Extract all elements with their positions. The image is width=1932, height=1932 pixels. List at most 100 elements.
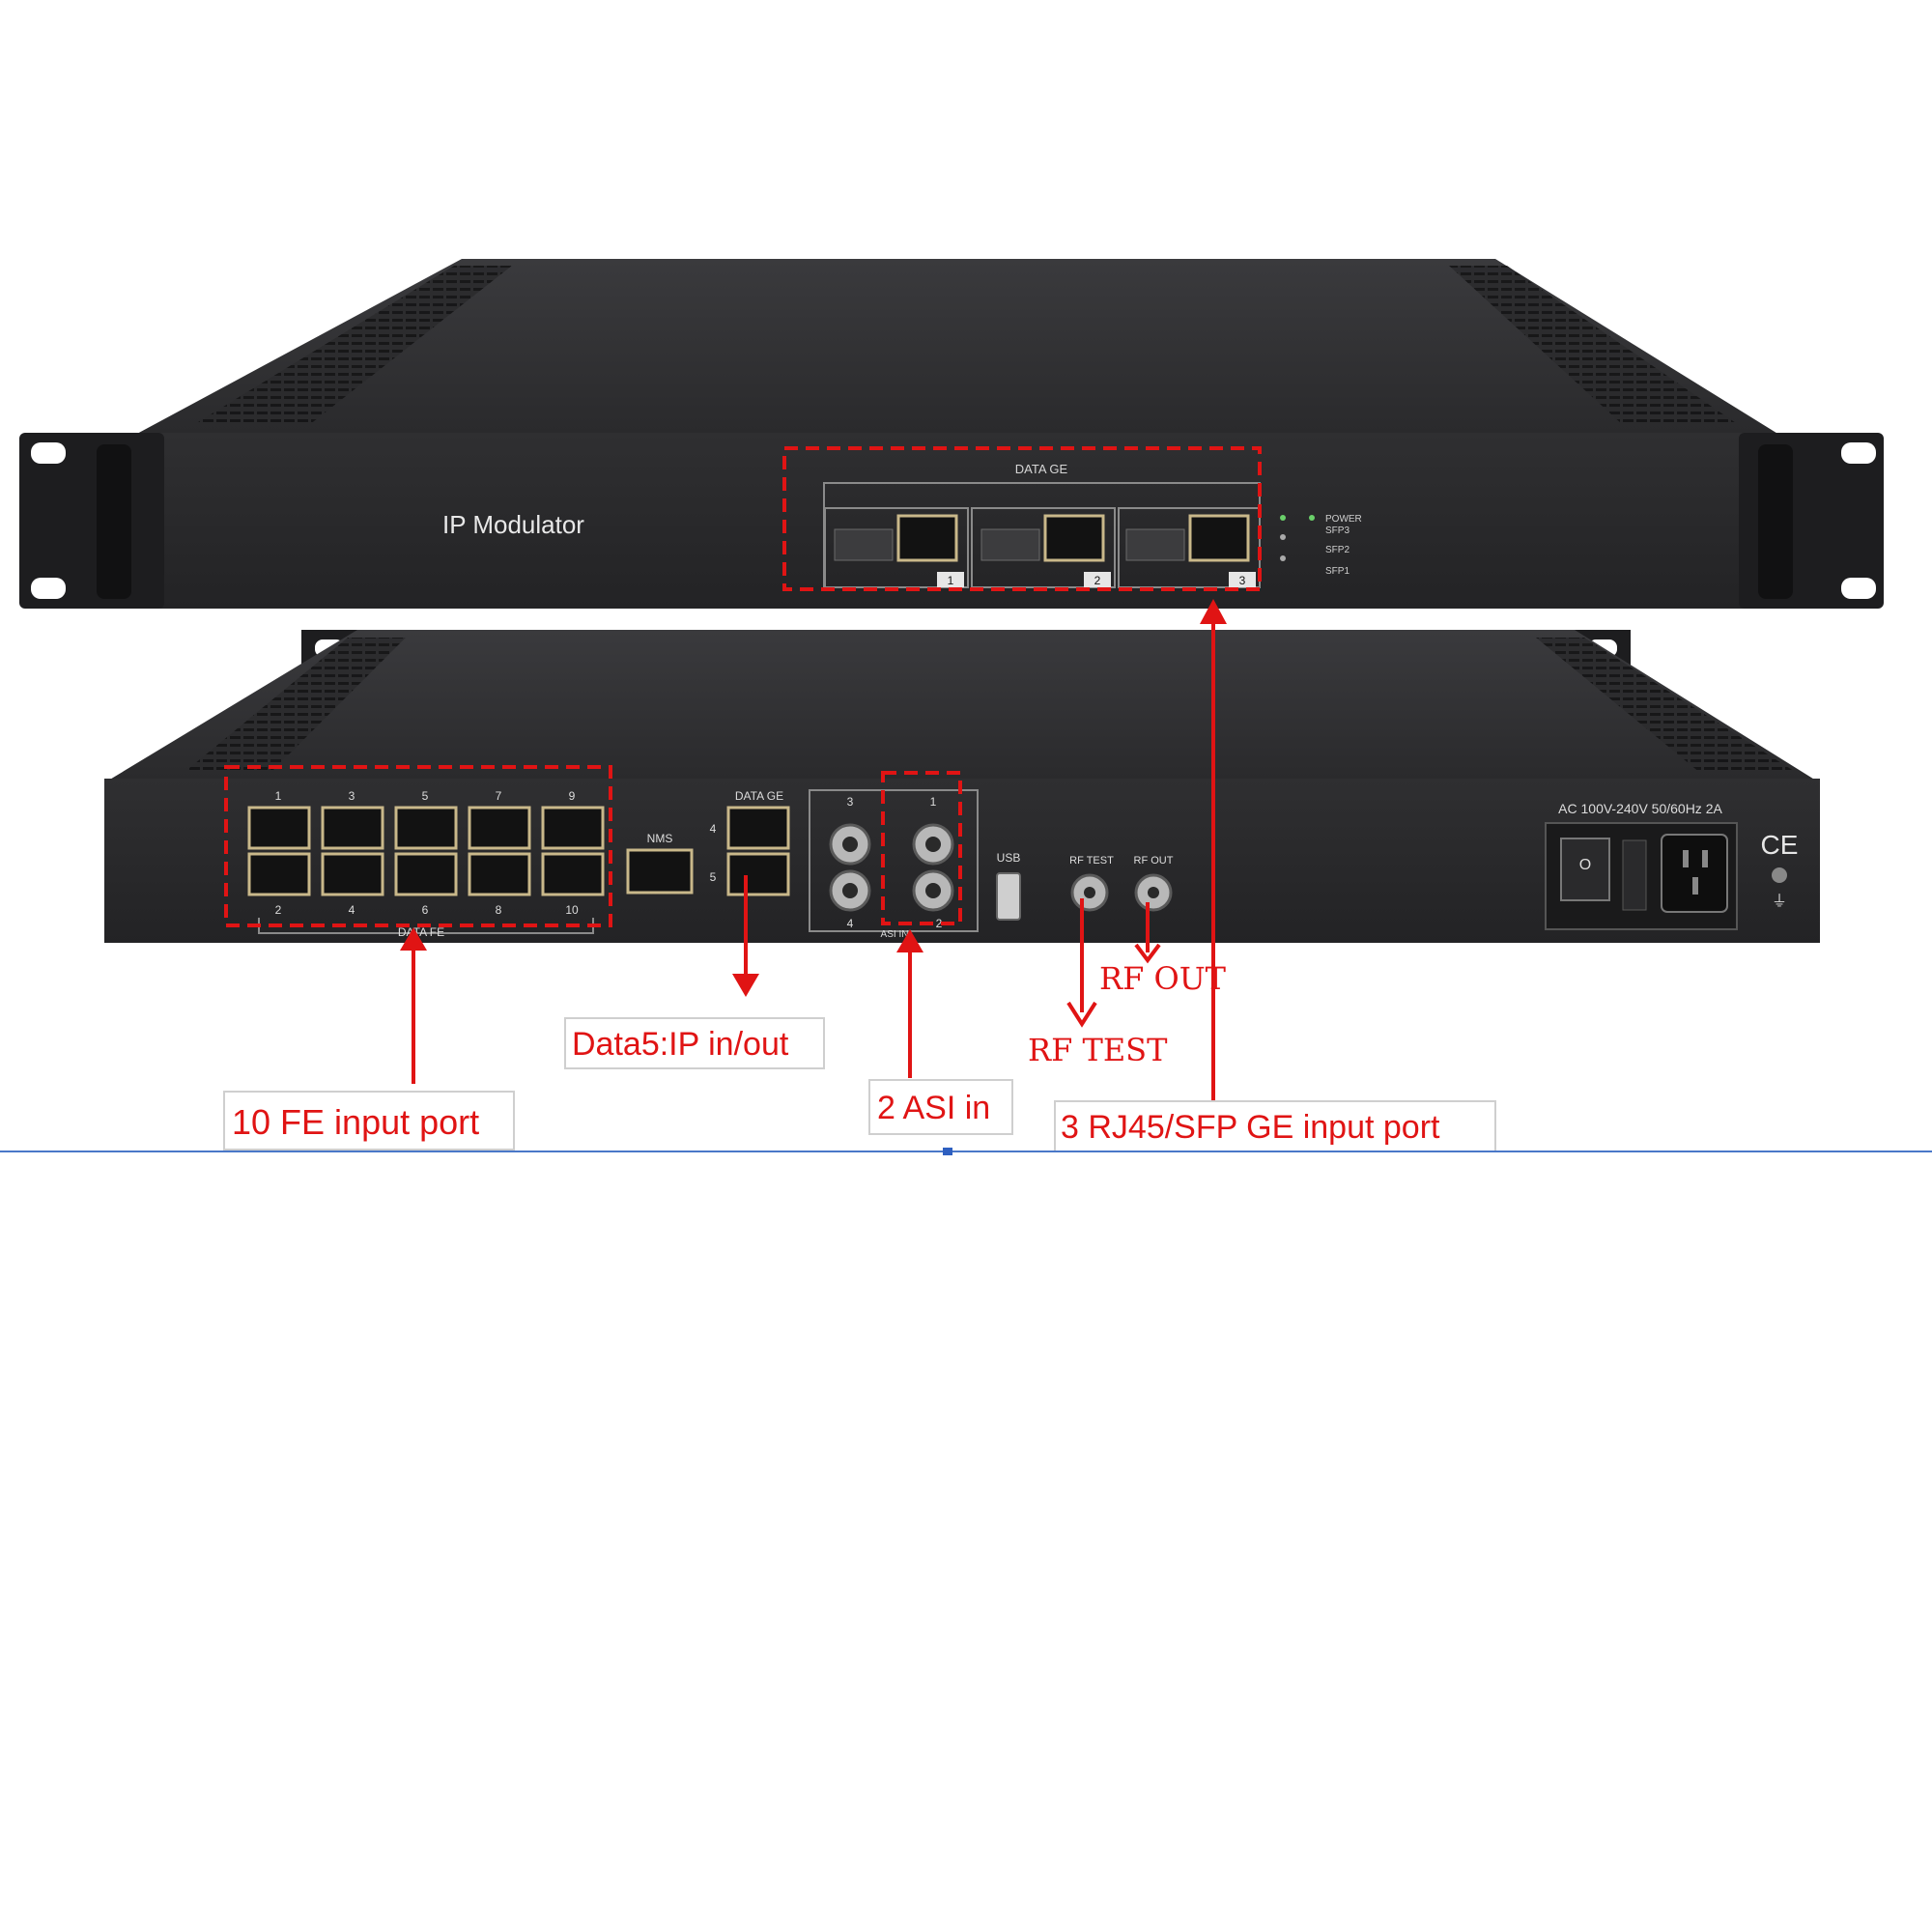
led-indicator [1280,534,1286,540]
arrow-head [732,974,759,997]
fe-callout-box [223,1091,515,1151]
fe-port-number: 4 [349,903,355,917]
ear-hole [31,442,66,464]
front-vents-left [193,266,512,425]
led-label: SFP1 [1325,566,1350,577]
rj45-port[interactable] [321,852,384,896]
ge-callout-box [1054,1100,1496,1152]
device-title: IP Modulator [442,510,584,539]
sfp-group-2: 2 [971,507,1116,588]
front-vents-right [1449,266,1739,425]
sfp-group-1: 1 [824,507,969,588]
fe-port-number: 3 [349,789,355,803]
ear-hole [1841,578,1876,599]
asi-port-number: 2 [936,917,943,930]
rj45-port[interactable] [541,806,605,850]
data-fe-label: DATA FE [398,925,444,939]
usb-label: USB [997,851,1021,865]
front-unit-face [97,433,1835,609]
power-inlet[interactable] [1661,834,1728,913]
rj45-port[interactable] [247,852,311,896]
sfp-slot[interactable] [980,528,1040,561]
nms-port[interactable] [626,848,694,895]
rj45-port[interactable] [726,852,790,896]
led-indicator [1309,515,1315,521]
rj45-port[interactable] [541,852,605,896]
rj45-port[interactable] [247,806,311,850]
rj45-port[interactable] [1043,514,1105,562]
fe-port-bank: 1 3 5 7 9 2 4 6 8 10 DATA FE [224,765,612,939]
led-indicator [1280,515,1286,521]
front-unit-top [135,259,1779,435]
ear-hole [1841,442,1876,464]
arrow-head [1134,943,1161,964]
annotations: 10 FE input port Data5:IP in/out 2 ASI i… [223,599,1496,1152]
power-switch-marks: O [1579,857,1591,873]
fe-port-number: 8 [496,903,502,917]
sfp-slot[interactable] [1125,528,1185,561]
sfp-port-number: 1 [948,574,954,587]
led-label: SFP2 [1325,545,1350,555]
fe-port-number: 6 [422,903,429,917]
asi-port-number: 1 [930,795,937,809]
asi-label: ASI IN [881,929,909,940]
front-data-ge-label: DATA GE [1015,462,1068,476]
rf-test-panel-label: RF TEST [1069,855,1114,867]
ear-hole [31,578,66,599]
rear-vents-left [184,638,406,773]
power-rating: AC 100V-240V 50/60Hz 2A [1558,801,1722,816]
sfp-port-number: 2 [1094,574,1101,587]
usb-port[interactable] [996,872,1021,921]
ge-port-number: 5 [710,870,717,884]
arrow-head [1066,1001,1097,1028]
fe-port-number: 1 [275,789,282,803]
rj45-port[interactable] [896,514,958,562]
asi-frame [809,789,979,932]
rear-unit-top [108,630,1816,781]
sfp-port-number: 3 [1239,574,1246,587]
asi-bank: 3 1 4 ASI IN 2 [809,771,979,940]
asi-port-number: 4 [847,917,854,930]
sfp-group-3: 3 [1118,507,1261,588]
fuse-holder [1622,839,1647,911]
rf-out-callout: RF OUT [1099,960,1227,997]
nms-label: NMS [647,832,673,845]
rj45-port[interactable] [394,806,458,850]
ce-mark: CE [1761,830,1799,860]
asi-callout-box [868,1079,1013,1135]
sfp-slot[interactable] [834,528,894,561]
fe-port-number: 10 [565,903,579,917]
led-label: POWER [1325,514,1362,525]
asi-port-number: 3 [847,795,854,809]
rj45-port[interactable] [321,806,384,850]
data5-callout-box [564,1017,825,1069]
ground-icon [1772,867,1787,883]
rear-unit: 1 3 5 7 9 2 4 6 8 10 DATA FE NMS [104,630,1820,943]
arrow-head [1200,599,1227,624]
asi-highlight [881,771,962,925]
power-switch[interactable] [1560,838,1610,901]
led-label: SFP3 [1325,526,1350,536]
rj45-port[interactable] [468,852,531,896]
ear-handle [1758,444,1793,599]
rf-test-callout: RF TEST [1028,1032,1168,1068]
fe-port-number: 5 [422,789,429,803]
data5-callout-text: Data5:IP in/out [572,1026,789,1063]
arrow-head [896,929,923,952]
rj45-port[interactable] [726,806,790,850]
divider-handle [943,1148,952,1155]
rj45-port[interactable] [1188,514,1250,562]
fe-port-number: 2 [275,903,282,917]
ge-port-number: 4 [710,822,717,836]
ear-handle [97,444,131,599]
front-ge-highlight [782,446,1262,591]
earth-icon: ⏚ [1772,892,1787,910]
rj45-port[interactable] [394,852,458,896]
arrow-head [400,927,427,951]
fe-port-number: 9 [569,789,576,803]
rj45-port[interactable] [468,806,531,850]
fe-callout-text: 10 FE input port [232,1102,479,1142]
fe-highlight [224,765,612,927]
asi-callout-text: 2 ASI in [877,1090,990,1126]
